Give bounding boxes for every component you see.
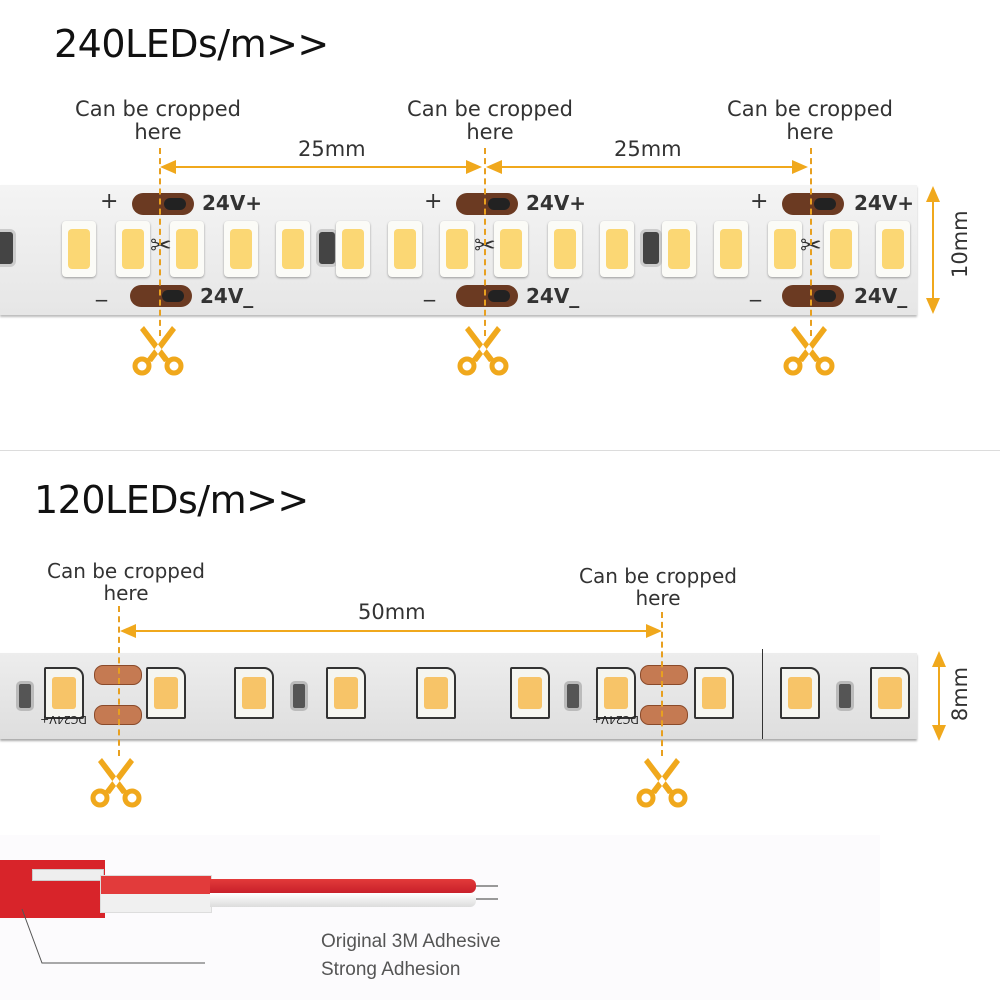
led-chip — [146, 667, 186, 719]
segment-line — [762, 649, 763, 739]
solder-pad-plus — [132, 193, 194, 215]
pad-label-minus: 24V_ — [854, 284, 908, 308]
led-chip — [116, 221, 150, 277]
cut-line — [118, 606, 120, 756]
resistor — [640, 229, 662, 267]
scissors-icon — [132, 326, 184, 376]
scissors-icon — [457, 326, 509, 376]
voltage-marking: DC24V+ — [40, 713, 87, 726]
led-chip — [714, 221, 748, 277]
crop-label-120-2: Can be cropped here — [578, 564, 738, 610]
pad-label-plus: 24V+ — [526, 191, 587, 215]
plus-sign: + — [100, 189, 119, 214]
wire-tip — [476, 885, 498, 887]
cut-line — [810, 148, 812, 336]
resistor — [836, 681, 854, 711]
cut-line — [661, 612, 663, 756]
led-chip — [694, 667, 734, 719]
minus-sign: _ — [424, 277, 435, 302]
cut-line — [484, 148, 486, 336]
led-chip — [388, 221, 422, 277]
width-arrow-240 — [926, 186, 940, 314]
scissors-icon — [90, 758, 142, 808]
led-chip — [876, 221, 910, 277]
led-chip — [600, 221, 634, 277]
resistor — [564, 681, 582, 711]
dimension-arrow-240-2 — [486, 160, 808, 174]
solder-pad-minus — [456, 285, 518, 307]
voltage-marking: DC24V+ — [592, 713, 639, 726]
resistor — [290, 681, 308, 711]
wire-tip — [476, 898, 498, 900]
led-chip — [548, 221, 582, 277]
led-strip-240: + 24V+ _ 24V_ + 24V+ _ 24V_ + 24V+ _ 24V… — [0, 185, 917, 315]
cut-line — [159, 148, 161, 336]
width-arrow-120 — [932, 651, 946, 741]
dimension-arrow-240-1 — [160, 160, 482, 174]
adhesive-note-line2: Strong Adhesion — [321, 959, 461, 980]
pad-label-minus: 24V_ — [200, 284, 254, 308]
crop-label-240-1: Can be cropped here — [75, 97, 241, 144]
led-chip — [510, 667, 550, 719]
pad-label-minus: 24V_ — [526, 284, 580, 308]
led-chip — [768, 221, 802, 277]
led-chip — [780, 667, 820, 719]
crop-label-120-1: Can be cropped here — [46, 559, 206, 605]
wire-photo-area: Original 3M Adhesive Strong Adhesion — [0, 835, 880, 1000]
solder-pad — [640, 705, 688, 725]
led-chip — [224, 221, 258, 277]
led-chip — [170, 221, 204, 277]
led-chip — [440, 221, 474, 277]
minus-sign: _ — [96, 277, 107, 302]
led-chip — [494, 221, 528, 277]
led-chip — [870, 667, 910, 719]
crop-label-240-3: Can be cropped here — [727, 97, 893, 144]
red-wire — [210, 879, 476, 893]
section-divider — [0, 450, 1000, 451]
resistor — [16, 681, 34, 711]
led-chip — [416, 667, 456, 719]
dimension-arrow-120 — [120, 624, 662, 638]
plus-sign: + — [750, 189, 769, 214]
callout-line — [21, 908, 205, 964]
solder-pad — [640, 665, 688, 685]
solder-pad-minus — [130, 285, 192, 307]
solder-pad-plus — [782, 193, 844, 215]
width-label-120: 8mm — [948, 666, 972, 722]
led-chip — [276, 221, 310, 277]
led-chip — [662, 221, 696, 277]
led-chip — [234, 667, 274, 719]
width-label-240: 10mm — [948, 210, 972, 278]
spacing-label-120: 50mm — [358, 600, 426, 624]
led-chip — [336, 221, 370, 277]
scissors-icon — [783, 326, 835, 376]
led-chip — [62, 221, 96, 277]
led-chip — [596, 667, 636, 719]
solder-pad-plus — [456, 193, 518, 215]
heat-shrink-sleeve — [100, 875, 212, 913]
crop-label-240-2: Can be cropped here — [407, 97, 573, 144]
led-chip — [824, 221, 858, 277]
led-chip — [44, 667, 84, 719]
plus-sign: + — [424, 189, 443, 214]
white-wire — [210, 893, 476, 907]
pad-label-plus: 24V+ — [202, 191, 263, 215]
pad-label-plus: 24V+ — [854, 191, 915, 215]
led-strip-120: DC24V+ DC24V+ — [0, 649, 917, 739]
scissors-icon — [636, 758, 688, 808]
led-chip — [326, 667, 366, 719]
spacing-label-240-2: 25mm — [614, 137, 682, 161]
minus-sign: _ — [750, 277, 761, 302]
resistor — [0, 229, 16, 267]
adhesive-note-line1: Original 3M Adhesive — [321, 931, 501, 952]
solder-pad-minus — [782, 285, 844, 307]
heading-240-leds: 240LEDs/m>> — [54, 22, 329, 66]
spacing-label-240-1: 25mm — [298, 137, 366, 161]
resistor — [316, 229, 338, 267]
heading-120-leds: 120LEDs/m>> — [34, 478, 309, 522]
